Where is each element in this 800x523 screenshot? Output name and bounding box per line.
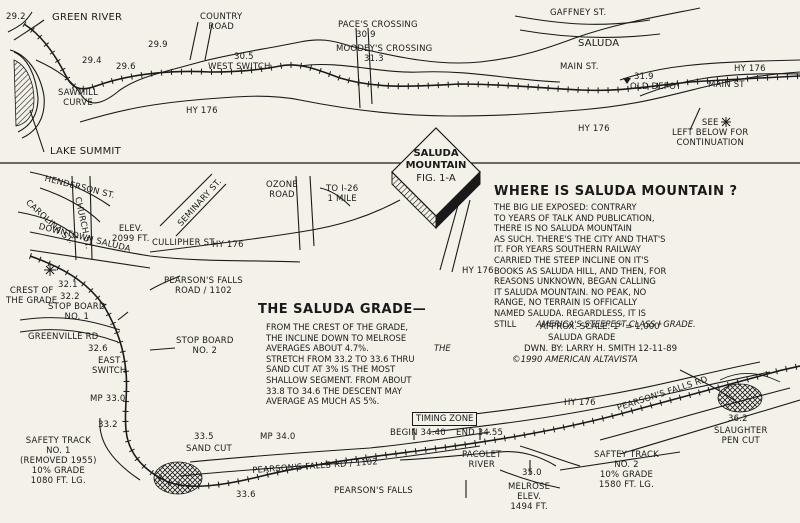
sand-cut-hatch <box>153 461 203 495</box>
timing-end-label: END 34.55 <box>456 428 504 438</box>
saluda-town-label: SALUDA <box>578 38 620 49</box>
mp-33-2-label: 33.2 <box>98 420 118 430</box>
mp-35-0-label: 35.0 <box>522 468 542 478</box>
hy176-right-label: HY 176 <box>734 64 766 74</box>
downtown-elevation-label: ELEV. 2099 FT. <box>112 224 150 244</box>
map-title-line2: MOUNTAIN <box>405 160 467 171</box>
grade-body-2: STRETCH FROM 33.2 TO 33.6 THRU SAND CUT … <box>266 353 415 407</box>
paces-crossing-label: PACE'S CROSSING <box>338 20 418 30</box>
moodeys-crossing-label: MOODEY'S CROSSING <box>336 44 433 54</box>
timing-begin-label: BEGIN 34.40 <box>390 428 446 438</box>
lower-railroad <box>29 255 800 488</box>
old-depot-label: OLD DEPOT <box>630 82 682 92</box>
saluda-grade-heading: THE SALUDA GRADE— <box>258 302 427 317</box>
mp-29-2-label: 29.2 <box>6 12 26 22</box>
slaughter-pen-cut-hatch <box>717 383 763 413</box>
pearsons-falls-road-label: PEARSON'S FALLS ROAD / 1102 <box>164 276 243 296</box>
sand-cut-label: SAND CUT <box>186 444 232 454</box>
map-title-line1: SALUDA <box>413 148 459 159</box>
map-title-badge: SALUDA MOUNTAIN FIG. 1-A <box>396 148 476 198</box>
hy176-c-label: HY 176 <box>564 398 596 408</box>
see-star-icon <box>721 117 731 127</box>
hy176-b-label: HY 176 <box>462 266 494 276</box>
drawn-by-label: DWN. BY: LARRY H. SMITH 12-11-89 <box>524 344 678 354</box>
see-continuation-note: SEE LEFT BELOW FOR CONTINUATION <box>672 118 749 148</box>
mp-29-4-label: 29.4 <box>82 56 102 66</box>
ozone-road-label: OZONE ROAD <box>266 180 298 200</box>
east-switch-label: EAST SWITCH <box>92 356 127 376</box>
where-body: THE BIG LIE EXPOSED: CONTRARY TO YEARS O… <box>494 202 667 329</box>
where-body-em: AMERICA'S STEEPEST CLASS I GRADE. <box>536 318 696 329</box>
grade-body-em: THE <box>434 343 451 354</box>
lake-summit-water <box>13 59 35 127</box>
paces-crossing-mp-label: 30.9 <box>356 30 376 40</box>
stop-board-1-label: STOP BOARD No. 1 <box>48 302 106 322</box>
mp-34-0-label: MP 34.0 <box>260 432 296 442</box>
upper-railroad <box>23 23 800 92</box>
mp-36-2-label: 36.2 <box>728 414 748 424</box>
hy176-a-label: HY 176 <box>212 240 244 250</box>
mp-33-0-label: MP 33.0 <box>90 394 126 404</box>
saluda-grade-description: FROM THE CREST OF THE GRADE, THE INCLINE… <box>266 322 451 407</box>
lake-summit-label: LAKE SUMMIT <box>50 146 121 157</box>
scale-label: APPROX. SCALE: 1" = 1,000' <box>540 322 663 332</box>
hy176-bottom-label: HY 176 <box>578 124 610 134</box>
melrose-label: MELROSE ELEV. 1494 FT. <box>508 482 551 512</box>
slaughter-pen-cut-label: SLAUGHTER PEN CUT <box>714 426 768 446</box>
mp-33-6-label: 33.6 <box>236 490 256 500</box>
cullipher-st-label: CULLIPHER ST. <box>152 238 217 248</box>
sawmill-curve-label: SAWMILL CURVE <box>58 88 99 108</box>
east-switch-mp-label: 32.6 <box>88 344 108 354</box>
main-st-label-1: MAIN ST. <box>560 62 599 72</box>
crest-star-icon <box>44 264 56 276</box>
slaughter-pen-cut-edge <box>719 372 781 383</box>
gaffney-st-label: GAFFNEY ST. <box>550 8 607 18</box>
old-depot-mp-label: 31.9 <box>634 72 654 82</box>
map-credits: APPROX. SCALE: 1" = 1,000' SALUDA GRADE … <box>512 322 677 366</box>
stop-board-2-label: STOP BOARD No. 2 <box>176 336 234 356</box>
saftey-track-2-label: SAFTEY TRACK No. 2 10% GRADE 1580 FT. LG… <box>594 450 659 490</box>
crest-of-grade-label: CREST OF THE GRADE <box>6 286 58 306</box>
depot-marker-icon <box>623 78 631 84</box>
hy176-mid-label: HY 176 <box>186 106 218 116</box>
moodeys-crossing-mp-label: 31.3 <box>364 54 384 64</box>
grade-body-1: FROM THE CREST OF THE GRADE, THE INCLINE… <box>266 322 409 354</box>
pearsons-falls-label: PEARSON'S FALLS <box>334 486 413 496</box>
green-river-label: GREEN RIVER <box>52 12 123 23</box>
map-title-fig: FIG. 1-A <box>416 173 456 184</box>
credits-name: SALUDA GRADE <box>548 333 616 343</box>
main-st-label-2: MAIN ST <box>708 80 745 90</box>
country-road-label: COUNTRY ROAD <box>200 12 243 32</box>
upper-panel-lines <box>7 7 800 153</box>
where-heading: WHERE IS SALUDA MOUNTAIN ? <box>494 184 738 199</box>
where-description: THE BIG LIE EXPOSED: CONTRARY TO YEARS O… <box>494 202 696 329</box>
west-switch-label: WEST SWITCH <box>208 62 271 72</box>
mp-33-5-label: 33.5 <box>194 432 214 442</box>
safety-track-1-label: SAFETY TRACK No. 1 (REMOVED 1955) 10% GR… <box>20 436 97 486</box>
mp-32-2-label: 32.2 <box>60 292 80 302</box>
mp-29-6-label: 29.6 <box>116 62 136 72</box>
pacolet-river-label: PACOLET RIVER <box>462 450 502 470</box>
title-badge-shape <box>391 127 481 230</box>
greenville-rd-label: GREENVILLE RD <box>28 332 99 342</box>
timing-zone-box: TIMING ZONE <box>412 412 478 426</box>
mp-29-9-label: 29.9 <box>148 40 168 50</box>
mp-32-1-label: 32.1 <box>58 280 78 290</box>
copyright-label: ©1990 AMERICAN ALTAVISTA <box>512 355 638 365</box>
to-i26-label: TO I-26 1 MILE <box>326 184 359 204</box>
west-switch-mp-label: 30.5 <box>234 52 254 62</box>
